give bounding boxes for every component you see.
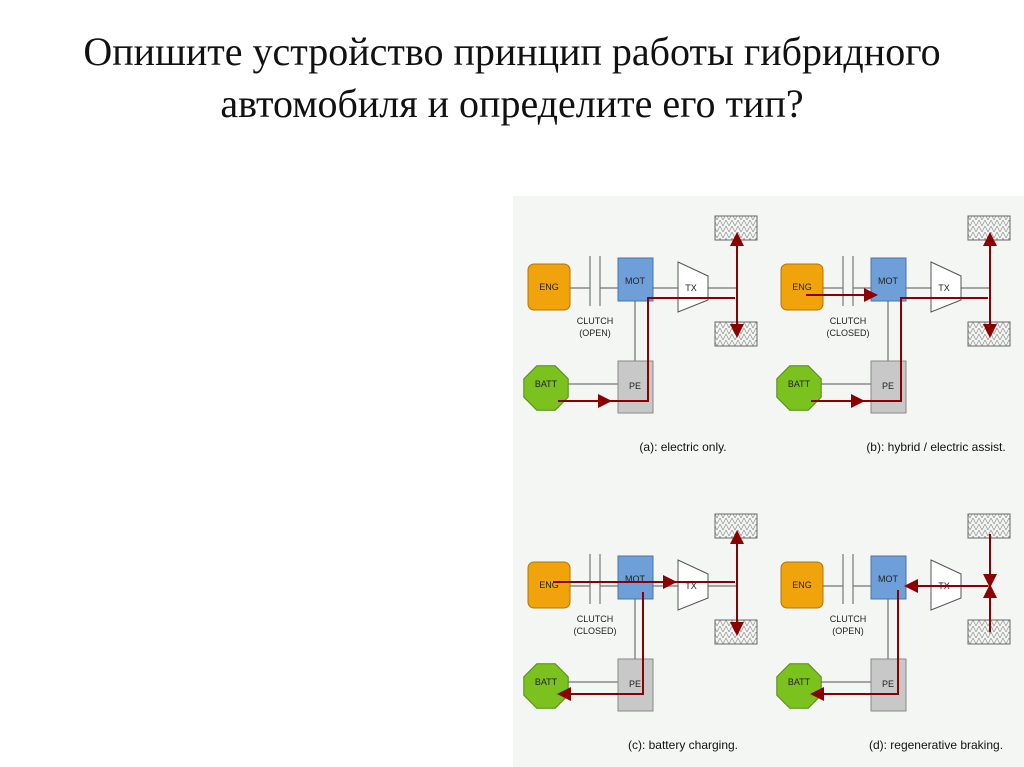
mode-caption: (c): battery charging.: [628, 738, 738, 752]
title-line-2: автомобиля и определите его тип?: [220, 81, 804, 126]
engine-block: [527, 561, 571, 609]
battery-label: BATT: [535, 379, 558, 389]
clutch-state-label: (OPEN): [832, 626, 864, 636]
motor-block: [617, 257, 654, 302]
clutch-label: CLUTCH: [577, 316, 614, 326]
engine-block: [780, 263, 824, 311]
mode-panel-c: ENG MOT TX PE BATT CLUTCH (CLOSED) (c): battery…: [523, 513, 758, 752]
battery-block: [776, 365, 822, 411]
engine-label: ENG: [792, 282, 812, 292]
transmission-block: [930, 261, 962, 313]
diagram-canvas: ENG MOT TX PE BATT CLUTCH (OPEN) (a): electric …: [523, 215, 1011, 752]
mode-caption: (b): hybrid / electric assist.: [866, 440, 1005, 454]
battery-label: BATT: [788, 379, 811, 389]
engine-block: [527, 263, 571, 311]
engine-label: ENG: [792, 580, 812, 590]
transmission-block: [677, 559, 709, 611]
battery-block: [523, 365, 569, 411]
mode-caption: (d): regenerative braking.: [869, 738, 1003, 752]
clutch-state-label: (CLOSED): [826, 328, 869, 338]
motor-label: MOT: [878, 574, 898, 584]
power-electronics-label: PE: [629, 679, 641, 689]
transmission-label: TX: [685, 283, 697, 293]
battery-label: BATT: [535, 677, 558, 687]
motor-block: [870, 555, 907, 600]
motor-label: MOT: [625, 276, 645, 286]
hybrid-modes-diagram: ENG MOT TX PE BATT CLUTCH (OPEN) (a): electric …: [513, 196, 1024, 767]
power-electronics-label: PE: [882, 381, 894, 391]
clutch-state-label: (OPEN): [579, 328, 611, 338]
energy-flow-arrow: [810, 590, 899, 701]
motor-label: MOT: [625, 574, 645, 584]
motor-block: [617, 555, 654, 600]
power-electronics-label: PE: [882, 679, 894, 689]
clutch-label: CLUTCH: [830, 614, 867, 624]
transmission-label: TX: [938, 283, 950, 293]
title-line-1: Опишите устройство принцип работы гибрид…: [83, 29, 941, 74]
clutch-label: CLUTCH: [577, 614, 614, 624]
mode-panel-b: ENG MOT TX PE BATT CLUTCH (CLOSED) (b): hybrid …: [776, 215, 1011, 454]
slide-title: Опишите устройство принцип работы гибрид…: [0, 26, 1024, 130]
mode-caption: (a): electric only.: [639, 440, 726, 454]
clutch-label: CLUTCH: [830, 316, 867, 326]
mode-panel-a: ENG MOT TX PE BATT CLUTCH (OPEN) (a): electric …: [523, 215, 758, 454]
power-electronics-block: [870, 658, 907, 712]
battery-label: BATT: [788, 677, 811, 687]
transmission-block: [677, 261, 709, 313]
power-electronics-label: PE: [629, 381, 641, 391]
engine-label: ENG: [539, 580, 559, 590]
clutch-state-label: (CLOSED): [573, 626, 616, 636]
power-electronics-block: [617, 658, 654, 712]
motor-label: MOT: [878, 276, 898, 286]
engine-label: ENG: [539, 282, 559, 292]
energy-flow-arrow: [557, 592, 644, 701]
engine-block: [780, 561, 824, 609]
transmission-label: TX: [685, 581, 697, 591]
